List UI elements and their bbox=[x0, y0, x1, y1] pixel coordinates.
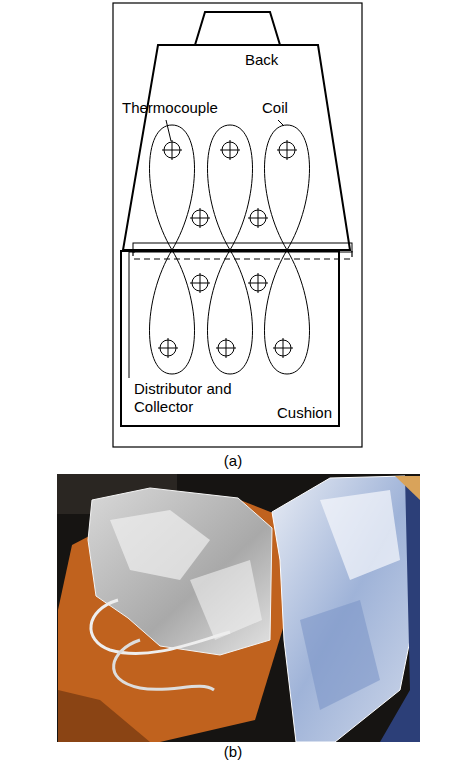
outline bbox=[123, 45, 350, 250]
leader-line bbox=[129, 252, 130, 378]
panel-label: (b) bbox=[0, 743, 470, 760]
headrest bbox=[195, 12, 280, 45]
thermocouple bbox=[273, 338, 293, 358]
callout-label: Thermocouple bbox=[122, 99, 218, 117]
leader-line bbox=[166, 120, 171, 141]
thermocouple bbox=[277, 140, 297, 160]
callout-label: Distributor and Collector bbox=[134, 380, 234, 416]
node-outline bbox=[120, 45, 357, 250]
frame bbox=[113, 3, 362, 447]
callout-label: Coil bbox=[262, 99, 288, 117]
thermocouple bbox=[162, 140, 182, 160]
thermocouple bbox=[220, 140, 240, 160]
thermocouple bbox=[248, 273, 268, 293]
outline bbox=[121, 251, 339, 426]
leader-line bbox=[278, 120, 284, 126]
thermocouple bbox=[216, 338, 236, 358]
thermocouple bbox=[248, 208, 268, 228]
panel-label: (a) bbox=[0, 452, 470, 470]
thermocouple bbox=[158, 338, 178, 358]
node-label: Back bbox=[245, 51, 278, 69]
seat-photo bbox=[57, 474, 420, 742]
thermocouple bbox=[190, 208, 210, 228]
seat-back: Back bbox=[120, 45, 357, 250]
thermocouple bbox=[190, 273, 210, 293]
node-label: Cushion bbox=[277, 404, 332, 422]
